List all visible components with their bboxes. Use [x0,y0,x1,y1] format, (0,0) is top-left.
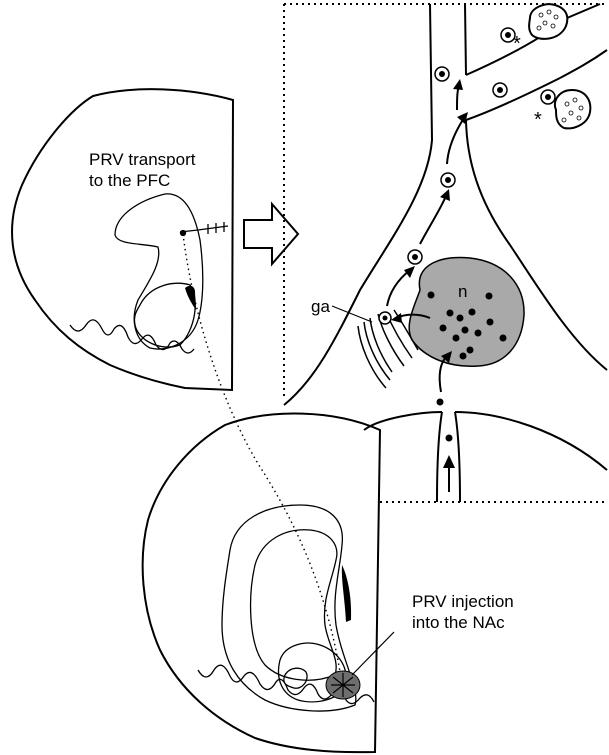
terminal-lower [555,90,590,128]
synapse-asterisk-lower: * [534,109,542,131]
golgi-vesicle [379,312,391,324]
transport-label-line2: to the PFC [89,171,170,190]
injection-label-line2: into the NAc [412,613,505,632]
virion-6 [541,90,555,104]
golgi-label-leader [332,306,372,322]
pfc-white-matter [115,194,203,349]
soma-left-outline [284,4,432,405]
virion-2 [441,173,455,187]
pfc-surface-wiggle [70,320,194,353]
pfc-brain-section [12,89,233,390]
terminal-upper [529,4,567,39]
virion-3 [435,67,449,81]
dendrite-tip-top [567,4,600,18]
injection-label-line1: PRV injection [412,592,514,611]
nac-small-ellipse [284,668,307,688]
golgi-label: ga [311,297,330,316]
transport-label-line1: PRV transport [89,150,196,169]
virion-4 [493,83,507,97]
block-arrow-icon [244,204,298,264]
nucleus-label: n [458,282,467,301]
nac-striatum [251,530,337,680]
axon-right [455,412,460,502]
arrow-golgi-out [387,270,410,306]
dendrite-tip-mid [560,50,607,78]
pfc-neuron-marker [180,222,228,236]
virion-1 [408,250,422,264]
nac-labeled-tract [342,565,351,622]
arrow-up-dendrite [447,118,464,164]
injection-site [326,671,360,699]
lower-cell-right-arc [455,412,607,470]
nac-brain-section [143,414,380,753]
pfc-labeled-neurons [185,286,196,310]
injection-label-leader [352,632,394,675]
virion-5 [501,28,515,42]
arrow-up-soma [420,196,446,244]
axon-left [437,412,442,502]
